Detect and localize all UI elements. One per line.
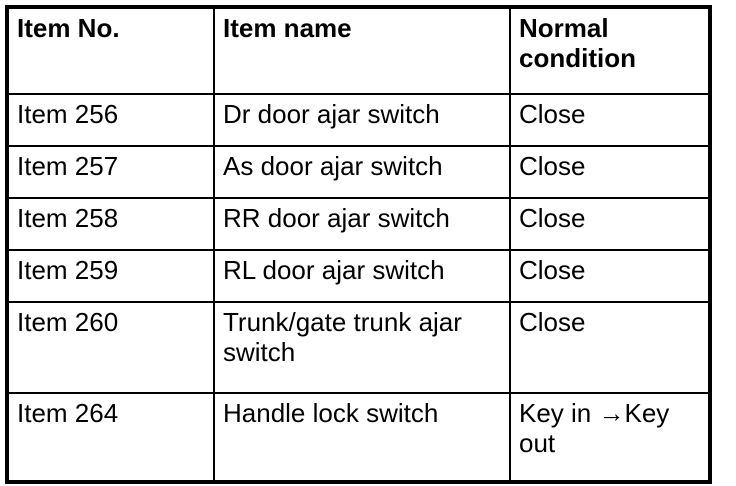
cell-item-name-value: Dr door ajar switch (223, 99, 440, 129)
table-row: Item 264 Handle lock switch Key in →Key … (6, 392, 711, 483)
specification-table: Item No. Item name Normal condition Item… (5, 5, 712, 484)
column-header-item-no: Item No. (6, 6, 215, 95)
cell-normal-condition: Close (509, 197, 711, 251)
cell-item-no-value: Item 258 (17, 203, 119, 233)
table-row: Item 256 Dr door ajar switch Close (6, 93, 711, 147)
cell-item-no-value: Item 260 (17, 307, 119, 337)
cell-item-no: Item 257 (6, 145, 215, 199)
table-row: Item 260 Trunk/gate trunk ajar switch Cl… (6, 301, 711, 394)
cell-item-no-value: Item 256 (17, 99, 119, 129)
cell-item-name: As door ajar switch (213, 145, 511, 199)
cell-item-no: Item 258 (6, 197, 215, 251)
cell-normal-condition-value: Close (519, 151, 586, 181)
cell-item-name-value: RL door ajar switch (223, 255, 445, 285)
cell-item-name-value: RR door ajar switch (223, 203, 450, 233)
table-row: Item 258 RR door ajar switch Close (6, 197, 711, 251)
cell-item-no-value: Item 264 (17, 398, 119, 428)
cell-item-name-value: Trunk/gate trunk ajar switch (223, 307, 462, 368)
column-header-item-no-label: Item No. (17, 13, 120, 43)
cell-item-name: RR door ajar switch (213, 197, 511, 251)
column-header-item-name: Item name (213, 6, 511, 95)
cell-normal-condition-value: Close (519, 203, 586, 233)
cell-item-no-value: Item 259 (17, 255, 119, 285)
table-header-row: Item No. Item name Normal condition (6, 6, 711, 95)
cell-item-name-value: Handle lock switch (223, 398, 439, 428)
cell-normal-condition-value: Close (519, 99, 586, 129)
table-row: Item 257 As door ajar switch Close (6, 145, 711, 199)
cell-item-name: RL door ajar switch (213, 249, 511, 303)
cell-normal-condition-value: Close (519, 255, 586, 285)
cell-normal-condition: Close (509, 145, 711, 199)
cell-item-no-value: Item 257 (17, 151, 119, 181)
cell-item-no: Item 259 (6, 249, 215, 303)
cell-normal-condition-value: Key in →Key out (519, 398, 670, 459)
cell-normal-condition: Close (509, 249, 711, 303)
column-header-item-name-label: Item name (223, 13, 352, 43)
cell-normal-condition: Close (509, 301, 711, 394)
column-header-normal-condition-label: Normal condition (519, 13, 636, 74)
cell-item-no: Item 260 (6, 301, 215, 394)
cell-item-name: Dr door ajar switch (213, 93, 511, 147)
cell-item-no: Item 256 (6, 93, 215, 147)
cell-normal-condition: Key in →Key out (509, 392, 711, 483)
cell-normal-condition: Close (509, 93, 711, 147)
cell-item-no: Item 264 (6, 392, 215, 483)
cell-item-name: Handle lock switch (213, 392, 511, 483)
cell-item-name-value: As door ajar switch (223, 151, 443, 181)
cell-item-name: Trunk/gate trunk ajar switch (213, 301, 511, 394)
table-row: Item 259 RL door ajar switch Close (6, 249, 711, 303)
column-header-normal-condition: Normal condition (509, 6, 711, 95)
cell-normal-condition-value: Close (519, 307, 586, 337)
